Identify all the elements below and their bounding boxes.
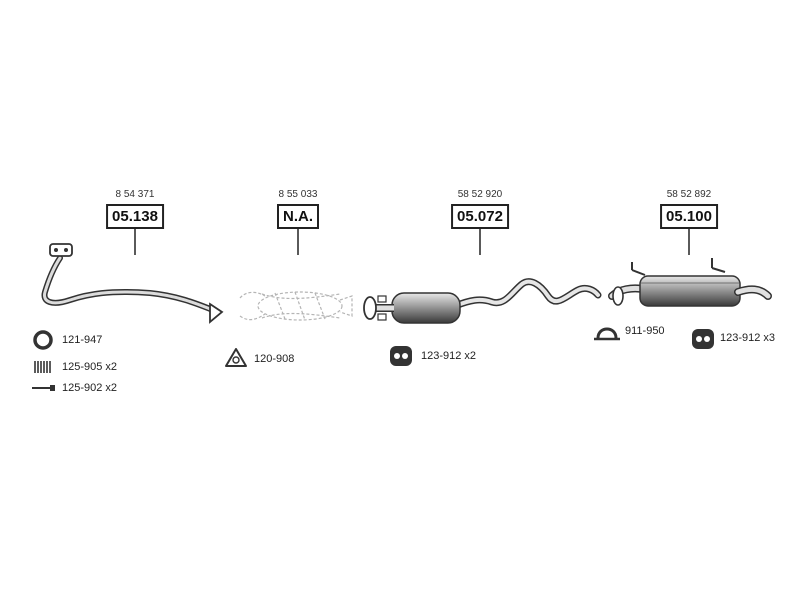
part-number-box[interactable]: 05.072 (451, 204, 509, 229)
accessory-label: 911-950 (625, 325, 665, 337)
part-number-box[interactable]: N.A. (277, 204, 319, 229)
oem-number: 58 52 920 (457, 189, 503, 200)
part-number-box[interactable]: 05.138 (106, 204, 164, 229)
accessory-label: 125-905 x2 (62, 361, 118, 373)
front-pipe-icon (41, 243, 224, 324)
rear-silencer-icon (608, 258, 772, 307)
accessory-label: 125-902 x2 (62, 382, 118, 394)
spring-icon (34, 361, 51, 373)
flange-gasket-icon (225, 348, 247, 367)
gasket-ring-icon (33, 330, 53, 350)
accessory-label: 120-908 (254, 353, 295, 365)
accessory-label: 121-947 (62, 334, 103, 346)
oem-number: 8 55 033 (278, 189, 318, 200)
middle-silencer-icon (363, 278, 602, 324)
rubber-hanger-icon (692, 329, 714, 349)
clamp-icon (594, 327, 620, 341)
oem-number: 58 52 892 (666, 189, 712, 200)
catalytic-converter-icon (239, 291, 353, 321)
part-number-box[interactable]: 05.100 (660, 204, 718, 229)
rubber-hanger-icon (390, 346, 412, 366)
bolt-icon (32, 385, 55, 391)
oem-number: 8 54 371 (115, 189, 155, 200)
accessory-label: 123-912 x2 (421, 350, 477, 362)
accessory-label: 123-912 x3 (720, 332, 776, 344)
